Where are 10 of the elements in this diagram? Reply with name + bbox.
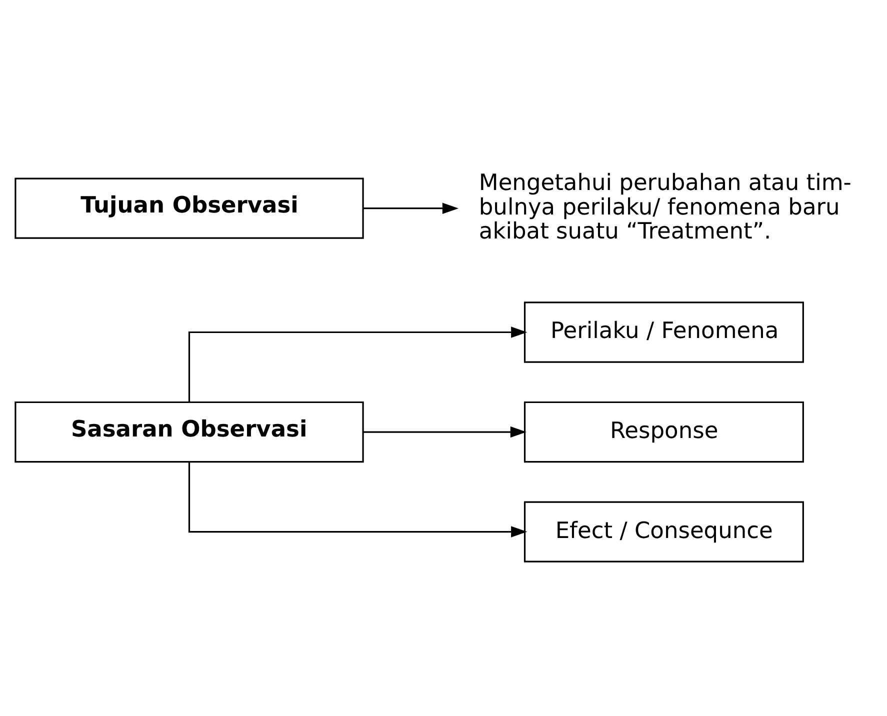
node-box: Perilaku / Fenomena: [524, 302, 804, 363]
node-box: Tujuan Observasi: [14, 178, 364, 239]
arrow: [363, 426, 526, 438]
arrow: [188, 326, 528, 402]
node-text: Mengetahui perubahan atau tim- bulnya perilaku/ fenomena baru akibat suatu “Treatment”.: [478, 170, 852, 244]
node-box: Response: [524, 401, 804, 463]
node-box: Efect / Consequnce: [524, 501, 804, 562]
arrow: [188, 462, 528, 538]
node-box: Sasaran Observasi: [14, 401, 364, 463]
arrow: [363, 202, 459, 214]
